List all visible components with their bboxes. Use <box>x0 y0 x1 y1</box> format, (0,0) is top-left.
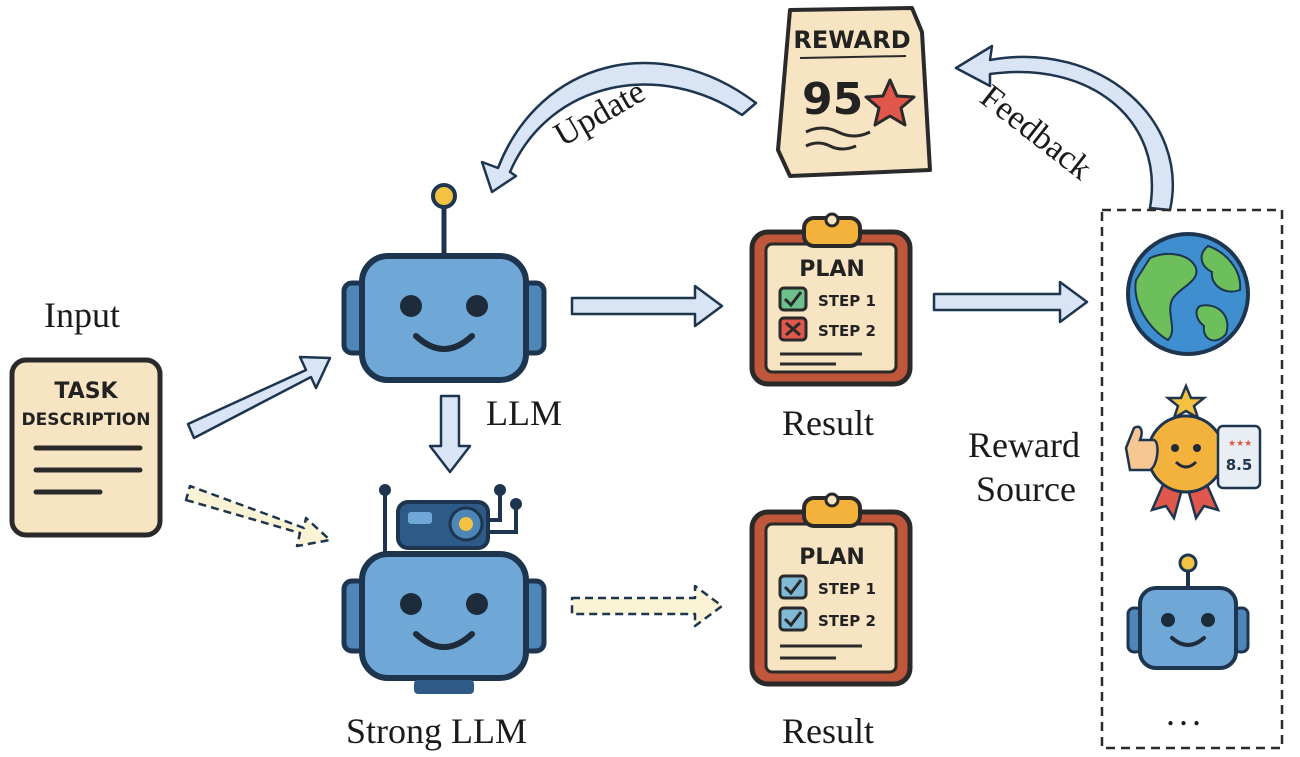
reward-source-label-line1: Reward <box>968 425 1080 465</box>
reward-title: REWARD <box>793 26 910 54</box>
badge-rating-icon: ★★★ 8.5 <box>1124 382 1262 521</box>
step2-check-icon <box>778 606 808 632</box>
result-plan-clipboard-2: PLAN STEP 1 STEP 2 <box>749 492 913 687</box>
task-description-card: TASK DESCRIPTION <box>9 357 163 538</box>
arrow-update <box>480 61 758 194</box>
input-label: Input <box>44 295 120 335</box>
plan-title-2: PLAN <box>799 545 865 570</box>
arrow-input-to-strong-llm <box>184 484 332 548</box>
strong-llm-robot-icon <box>344 484 544 694</box>
result-label-2: Result <box>782 711 875 751</box>
result-plan-clipboard-1: PLAN STEP 1 STEP 2 <box>749 212 913 387</box>
svg-text:★★★: ★★★ <box>1228 439 1252 449</box>
badge-score: 8.5 <box>1226 456 1253 474</box>
llm-label: LLM <box>486 393 562 433</box>
reward-source-box <box>1100 208 1284 750</box>
reward-card: REWARD 95 <box>776 6 932 178</box>
arrow-feedback <box>954 44 1175 212</box>
arrow-strong-to-result <box>570 584 724 628</box>
globe-icon <box>1126 232 1250 356</box>
task-subtitle: DESCRIPTION <box>22 410 151 430</box>
llm-robot-icon <box>344 183 544 380</box>
arrow-llm-to-strong <box>428 394 472 474</box>
more-items-ellipsis: ... <box>1166 693 1205 733</box>
reward-source-label-line2: Source <box>976 469 1076 509</box>
step1-check-icon <box>778 286 808 312</box>
plan-title-1: PLAN <box>799 257 865 282</box>
reward-score: 95 <box>802 74 863 125</box>
plan2-step2: STEP 2 <box>818 612 876 630</box>
plan1-step1: STEP 1 <box>818 292 876 310</box>
star-icon <box>864 78 916 127</box>
plan2-step1: STEP 1 <box>818 580 876 598</box>
step1-check-icon <box>778 574 808 600</box>
strong-llm-label: Strong LLM <box>346 711 528 751</box>
robot-icon <box>1126 553 1250 670</box>
result-label-1: Result <box>782 403 875 443</box>
arrow-input-to-llm <box>186 355 332 440</box>
arrow-llm-to-result <box>570 284 724 328</box>
arrow-result-to-reward-source <box>932 280 1089 324</box>
task-title: TASK <box>54 379 118 404</box>
plan1-step2: STEP 2 <box>818 322 876 340</box>
